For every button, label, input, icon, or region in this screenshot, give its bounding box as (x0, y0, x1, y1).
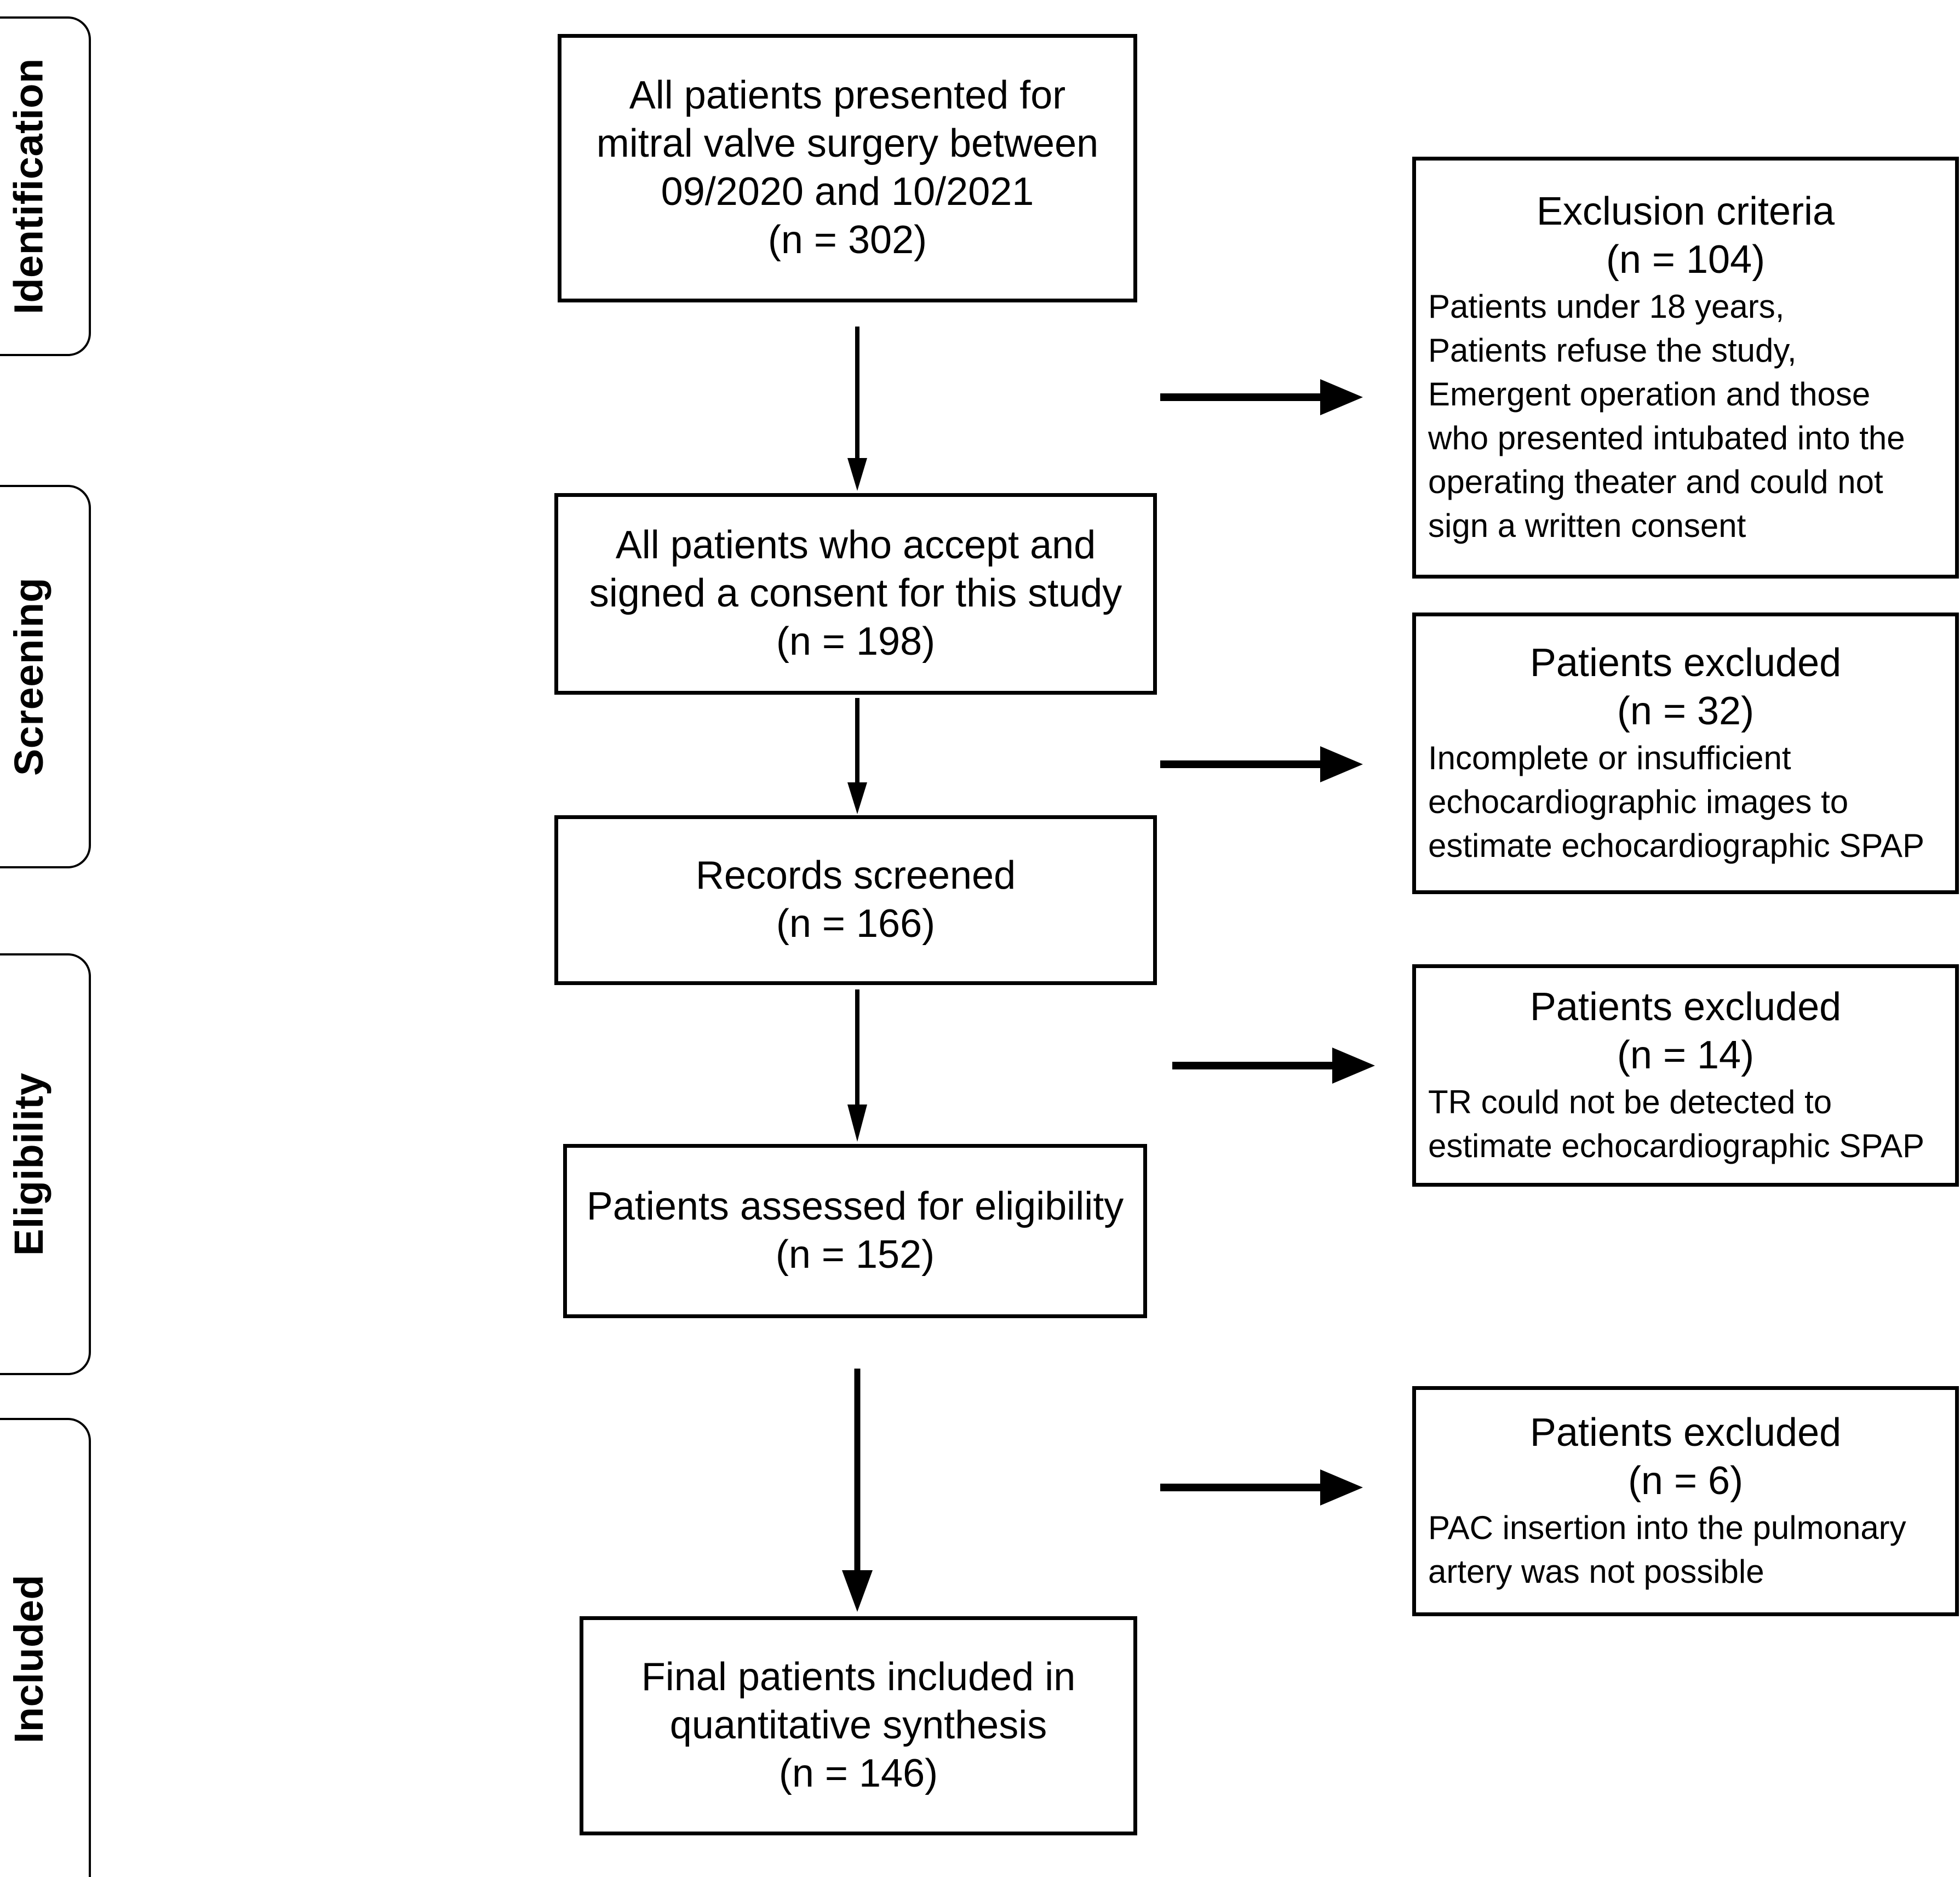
stage-label-eligibility-text: Eligibility (6, 1072, 52, 1256)
flow-box-line: 09/2020 and 10/2021 (661, 170, 1034, 214)
exclusion-box-title: Patients excluded (1529, 641, 1842, 685)
flow-box-all-presented: All patients presented for mitral valve … (558, 34, 1137, 302)
flow-box-line: Records screened (695, 854, 1016, 898)
exclusion-box-body-line: estimate echocardiographic SPAP (1428, 1127, 1925, 1164)
flow-box-line: Patients assessed for eligibility (586, 1184, 1124, 1229)
stage-label-identification: Identification (0, 16, 91, 356)
arrow-right-to-excluded-echo-images (1160, 740, 1363, 789)
stage-label-included: Included (0, 1418, 91, 1877)
exclusion-box-body-line: estimate echocardiographic SPAP (1428, 827, 1925, 864)
flow-box-line: mitral valve surgery between (596, 122, 1099, 166)
exclusion-box-body-line: Patients under 18 years, (1428, 288, 1785, 325)
flow-box-final-included: Final patients included in quantitative … (580, 1616, 1137, 1835)
exclusion-box-title: Patients excluded (1529, 985, 1842, 1029)
exclusion-box-body-line: TR could not be detected to (1428, 1083, 1832, 1120)
exclusion-box-body-line: who presented intubated into the (1428, 419, 1905, 456)
flow-box-line: signed a consent for this study (589, 571, 1122, 616)
exclusion-box-body-line: echocardiographic images to (1428, 783, 1849, 820)
flow-box-assessed-eligibility: Patients assessed for eligibility (n = 1… (563, 1144, 1147, 1318)
flow-box-line: (n = 302) (767, 218, 927, 262)
flow-box-consented: All patients who accept and signed a con… (554, 493, 1157, 695)
arrow-down-screening-to-records (841, 698, 874, 814)
exclusion-box-excluded-tr: Patients excluded (n = 14) TR could not … (1412, 964, 1959, 1187)
exclusion-box-count: (n = 14) (1617, 1033, 1755, 1077)
arrow-down-eligibility-to-included (838, 1369, 876, 1612)
flow-box-line: Final patients included in (641, 1655, 1076, 1699)
stage-label-included-text: Included (6, 1574, 51, 1744)
exclusion-box-title: Exclusion criteria (1536, 190, 1835, 234)
arrow-down-records-to-eligibility (841, 989, 874, 1142)
exclusion-box-title: Patients excluded (1529, 1411, 1842, 1455)
flow-box-line: All patients who accept and (615, 523, 1096, 568)
exclusion-box-count: (n = 104) (1606, 238, 1766, 282)
exclusion-box-body-line: Incomplete or insufficient (1428, 739, 1791, 776)
exclusion-box-excluded-pac: Patients excluded (n = 6) PAC insertion … (1412, 1386, 1959, 1616)
exclusion-box-count: (n = 6) (1627, 1459, 1744, 1503)
exclusion-box-body-line: Patients refuse the study, (1428, 331, 1797, 369)
arrow-down-identification-to-screening (841, 327, 874, 491)
arrow-right-to-excluded-pac (1160, 1463, 1363, 1512)
stage-label-identification-text: Identification (6, 58, 52, 314)
flow-box-line: (n = 166) (776, 902, 936, 946)
flow-box-line: (n = 198) (776, 619, 936, 663)
stage-label-screening: Screening (0, 485, 91, 868)
exclusion-box-body-line: sign a written consent (1428, 507, 1746, 544)
flow-box-line: (n = 146) (778, 1751, 938, 1795)
stage-label-eligibility: Eligibility (0, 953, 91, 1375)
exclusion-box-excluded-echo-images: Patients excluded (n = 32) Incomplete or… (1412, 613, 1959, 894)
exclusion-box-body-line: Emergent operation and those (1428, 375, 1871, 413)
flow-box-line: quantitative synthesis (669, 1703, 1047, 1748)
exclusion-box-body-line: PAC insertion into the pulmonary (1428, 1509, 1906, 1546)
flow-box-line: All patients presented for (629, 73, 1066, 118)
arrow-right-to-exclusion-criteria (1160, 373, 1363, 422)
exclusion-box-exclusion-criteria: Exclusion criteria (n = 104) Patients un… (1412, 157, 1959, 579)
arrow-right-to-excluded-tr (1172, 1041, 1375, 1090)
exclusion-box-body-line: operating theater and could not (1428, 463, 1883, 500)
flow-box-records-screened: Records screened (n = 166) (554, 815, 1157, 985)
exclusion-box-count: (n = 32) (1617, 689, 1755, 733)
stage-label-screening-text: Screening (6, 577, 52, 776)
flow-box-line: (n = 152) (775, 1233, 935, 1277)
exclusion-box-body-line: artery was not possible (1428, 1553, 1764, 1590)
